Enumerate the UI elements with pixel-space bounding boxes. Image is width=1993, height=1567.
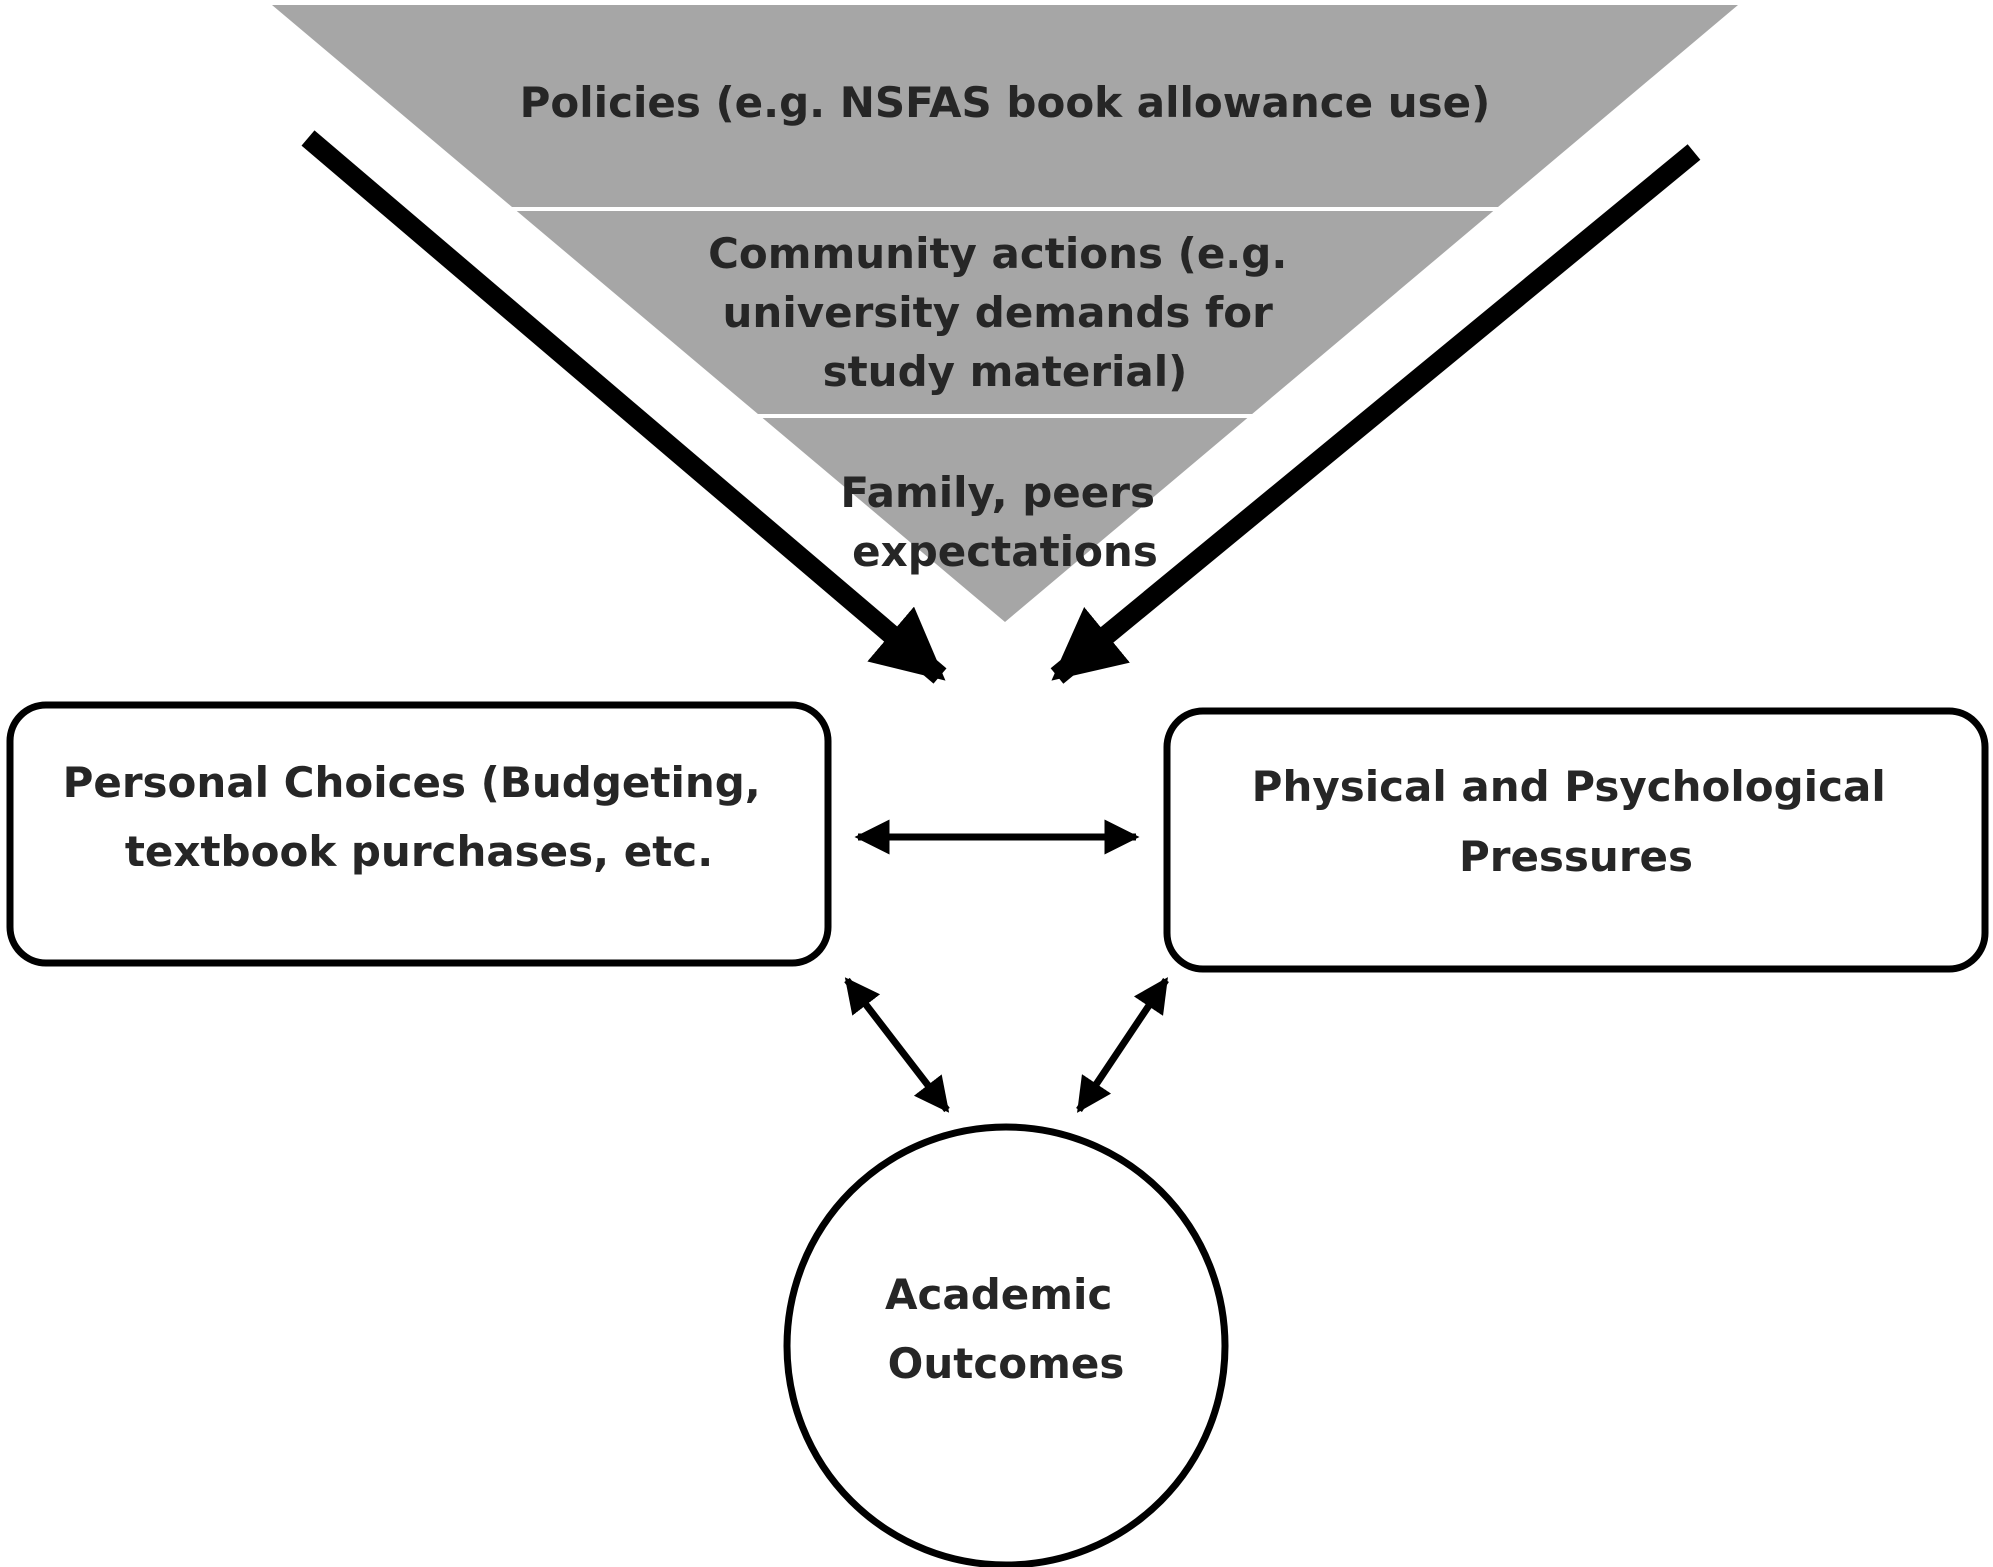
academic-outcomes-circle: Academic Outcomes [783,1123,1229,1567]
pressures-box: Physical and Psychological Pressures [1163,707,1989,973]
left-influence-arrow [301,130,947,684]
personal-choices-label: Personal Choices (Budgeting, textbook pu… [63,758,776,876]
influence-funnel: Policies (e.g. NSFAS book allowance use)… [272,5,1738,622]
funnel-triangle [272,5,1738,622]
pressures-outcomes-double-arrow [1076,977,1169,1113]
funnel-layer-family: Family, peers expectations [840,468,1169,576]
pressures-label: Physical and Psychological Pressures [1252,762,1901,881]
choices-outcomes-double-arrow [844,977,950,1113]
funnel-layer-community: Community actions (e.g. university deman… [708,229,1302,396]
right-influence-arrow [1050,144,1701,684]
academic-outcomes-label: Academic Outcomes [885,1270,1127,1388]
personal-choices-box: Personal Choices (Budgeting, textbook pu… [6,701,832,967]
funnel-layer-policies: Policies (e.g. NSFAS book allowance use) [520,78,1491,127]
